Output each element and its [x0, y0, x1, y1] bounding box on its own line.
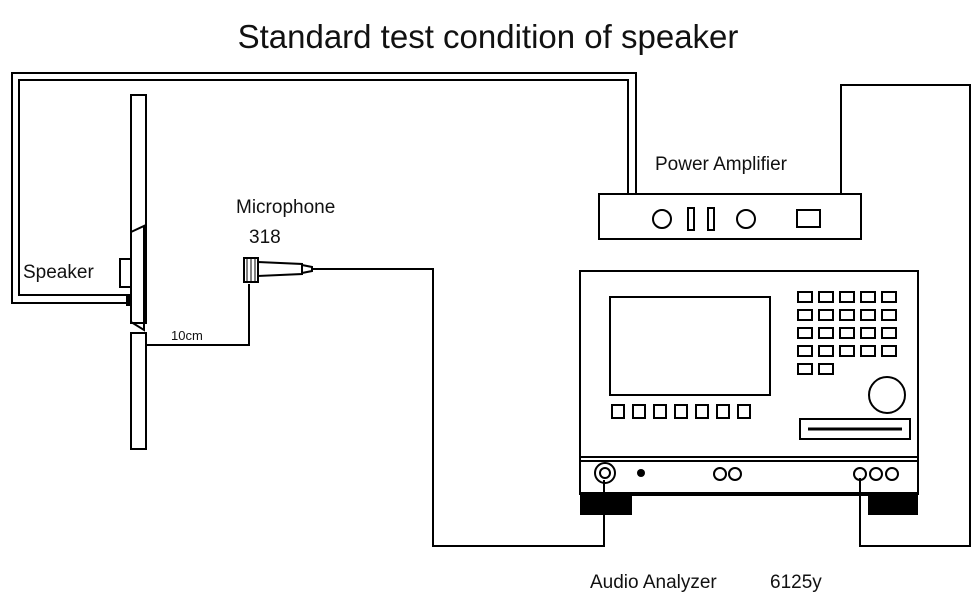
amplifier-display: [796, 209, 821, 228]
analyzer-softkeys: [611, 404, 751, 419]
amplifier-switch-1: [687, 207, 695, 231]
speaker-label: Speaker: [23, 262, 94, 283]
microphone-cable: [312, 268, 605, 547]
amplifier-switch-2: [707, 207, 715, 231]
analyzer-key: [797, 291, 813, 303]
diagram-title: Standard test condition of speaker: [238, 18, 739, 55]
analyzer-key: [818, 327, 834, 339]
amp-return-cable: [840, 84, 971, 547]
analyzer-key: [839, 345, 855, 357]
analyzer-key: [860, 345, 876, 357]
analyzer-key: [860, 327, 876, 339]
analyzer-base: [580, 492, 918, 496]
amplifier-chassis: [598, 193, 862, 240]
analyzer-input-jack: [594, 462, 616, 484]
speaker-terminal: [126, 294, 132, 306]
speaker-cable-inner: [18, 79, 629, 296]
power-amplifier-label: Power Amplifier: [655, 154, 788, 175]
audio-analyzer-model-label: 6125y: [770, 572, 822, 593]
analyzer-card-slot: [799, 418, 911, 440]
analyzer-key: [839, 291, 855, 303]
analyzer-key: [818, 291, 834, 303]
amplifier-knob-right: [736, 209, 756, 229]
analyzer-softkey: [611, 404, 625, 419]
microphone: [243, 257, 313, 283]
analyzer-key: [881, 291, 897, 303]
analyzer-key: [839, 309, 855, 321]
analyzer-softkey: [716, 404, 730, 419]
microphone-label: Microphone: [236, 197, 335, 218]
analyzer-main-dial: [868, 376, 906, 414]
analyzer-key: [881, 309, 897, 321]
microphone-body: [257, 260, 303, 278]
speaker-baffle-bottom: [130, 332, 147, 450]
analyzer-key: [797, 363, 813, 375]
analyzer-jack-a: [713, 467, 727, 481]
speaker-magnet: [119, 258, 132, 288]
microphone-connector: [301, 263, 313, 275]
distance-marker: [146, 284, 250, 346]
analyzer-key: [860, 309, 876, 321]
analyzer-foot-right: [868, 495, 918, 515]
distance-label: 10cm: [171, 328, 203, 343]
analyzer-foot-left: [580, 495, 632, 515]
analyzer-key: [797, 327, 813, 339]
analyzer-key: [881, 345, 897, 357]
analyzer-softkey: [695, 404, 709, 419]
analyzer-softkey: [737, 404, 751, 419]
microphone-model-label: 318: [249, 227, 281, 248]
analyzer-key: [881, 327, 897, 339]
analyzer-key: [818, 309, 834, 321]
analyzer-output-jack-3: [885, 467, 899, 481]
speaker: [119, 94, 147, 450]
analyzer-screen: [609, 296, 771, 396]
analyzer-softkey: [632, 404, 646, 419]
analyzer-jack-b: [728, 467, 742, 481]
amplifier-knob-left: [652, 209, 672, 229]
speaker-baffle-top: [130, 94, 147, 324]
audio-analyzer: [579, 270, 919, 495]
analyzer-key: [797, 345, 813, 357]
analyzer-key: [860, 291, 876, 303]
analyzer-keypad: [797, 291, 897, 375]
analyzer-output-jack-1: [853, 467, 867, 481]
analyzer-key: [818, 345, 834, 357]
analyzer-key: [818, 363, 834, 375]
analyzer-key: [839, 327, 855, 339]
analyzer-chassis: [579, 270, 919, 458]
power-amplifier: [598, 193, 862, 240]
analyzer-softkey: [653, 404, 667, 419]
analyzer-small-knob: [637, 469, 645, 477]
analyzer-softkey: [674, 404, 688, 419]
analyzer-output-jack-2: [869, 467, 883, 481]
speaker-cone: [130, 224, 145, 332]
audio-analyzer-label: Audio Analyzer: [590, 572, 717, 593]
speaker-cable-outer: [11, 72, 637, 304]
analyzer-key: [797, 309, 813, 321]
